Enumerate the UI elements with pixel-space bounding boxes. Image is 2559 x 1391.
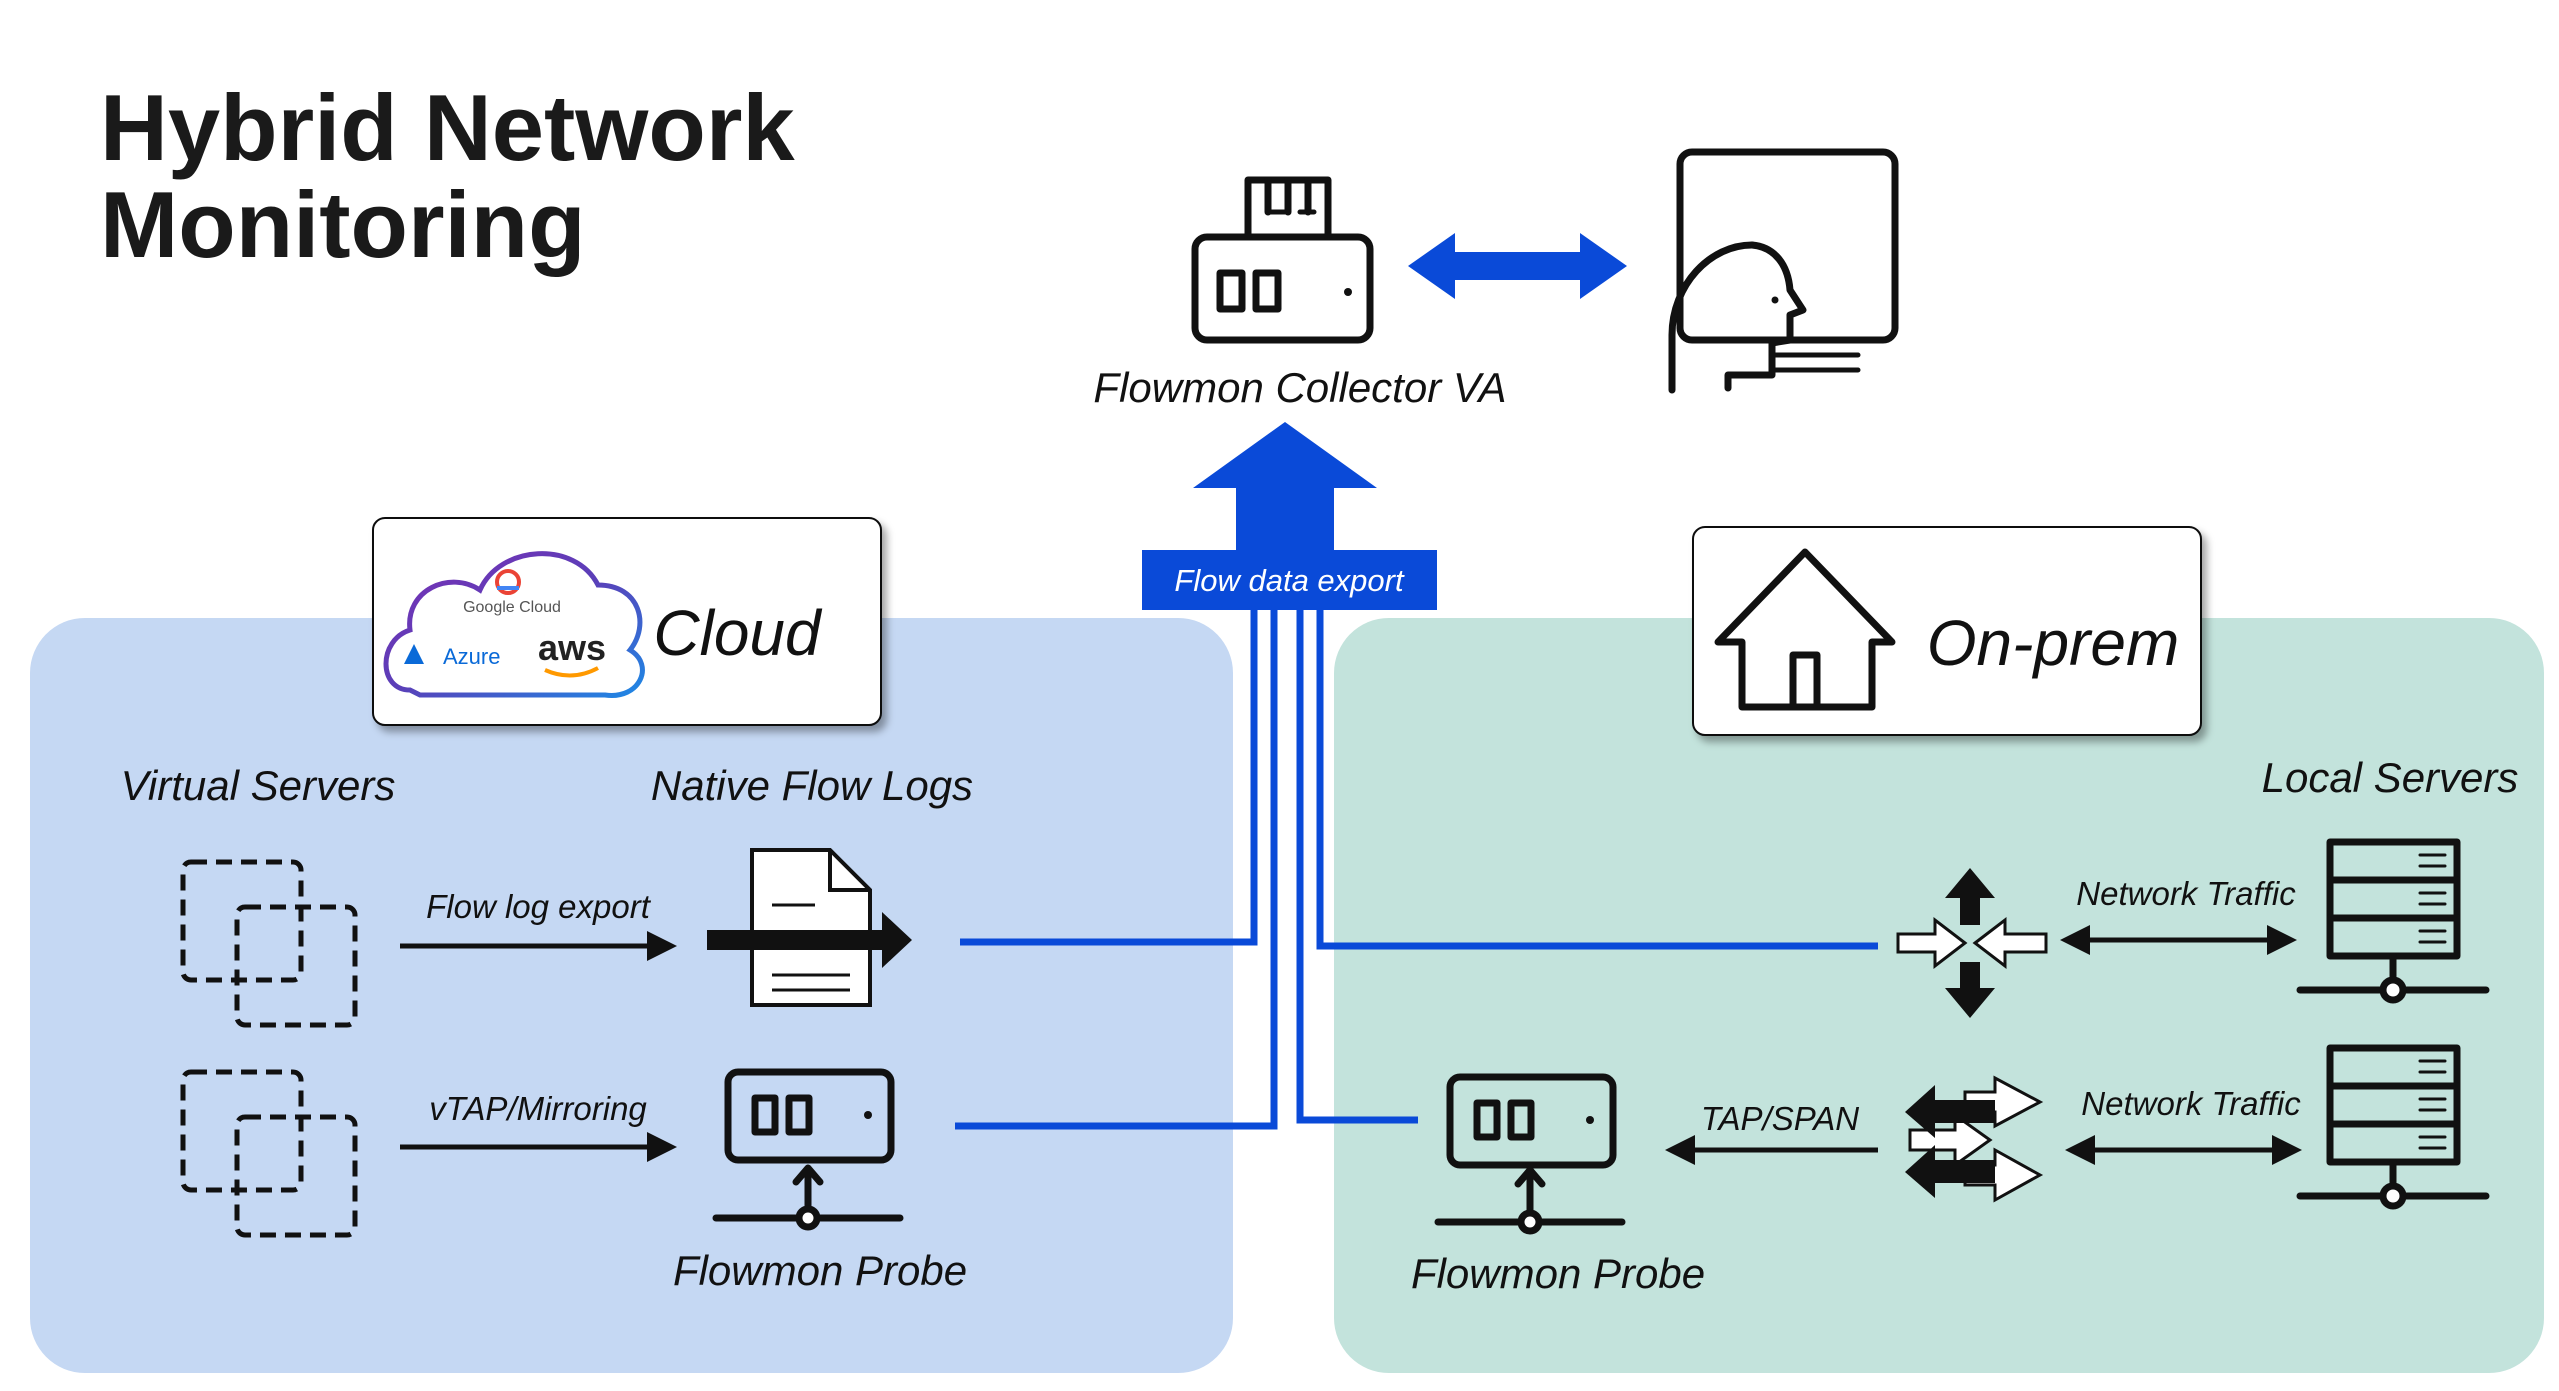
local-server-icon-2 xyxy=(2296,1044,2490,1210)
multi-cloud-logo xyxy=(383,551,645,698)
cloud-panel xyxy=(30,618,1233,1373)
virtual-servers-label: Virtual Servers xyxy=(121,762,396,809)
cloud-label: Cloud xyxy=(653,597,823,669)
user-monitor-icon xyxy=(1668,148,1899,394)
local-server-icon-1 xyxy=(2296,838,2490,1004)
flow-export-label: Flow data export xyxy=(1174,563,1405,598)
collector-user-double-arrow xyxy=(1408,233,1627,299)
house-icon xyxy=(1714,548,1896,711)
page-title-line1: Hybrid Network xyxy=(100,75,795,180)
network-traffic-label-1: Network Traffic xyxy=(2076,875,2296,912)
onprem-panel xyxy=(1334,618,2544,1373)
tap-span-label: TAP/SPAN xyxy=(1701,1100,1859,1137)
vtap-label: vTAP/Mirroring xyxy=(429,1090,647,1127)
onprem-label: On-prem xyxy=(1927,607,2180,679)
network-traffic-label-2: Network Traffic xyxy=(2081,1085,2301,1122)
flow-log-document-icon xyxy=(707,848,912,1007)
flow-export-arrow xyxy=(1142,422,1437,610)
page-title-line2: Monitoring xyxy=(100,172,586,277)
switch-icon xyxy=(1896,868,2048,1018)
virtual-server-icon-2 xyxy=(180,1069,358,1238)
cloud-probe-label: Flowmon Probe xyxy=(673,1247,967,1294)
flow-lines xyxy=(955,610,1878,1130)
virtual-server-icon-1 xyxy=(180,859,358,1028)
onprem-probe-label: Flowmon Probe xyxy=(1411,1250,1705,1297)
local-servers-label: Local Servers xyxy=(2262,754,2519,801)
cloud-probe-icon xyxy=(712,1068,904,1231)
aws-logo-text: aws xyxy=(538,627,606,668)
azure-logo-text: Azure xyxy=(443,644,500,669)
collector-label: Flowmon Collector VA xyxy=(1093,364,1506,411)
google-cloud-logo-text: Google Cloud xyxy=(463,599,561,616)
native-flow-logs-label: Native Flow Logs xyxy=(651,762,973,809)
tap-icon xyxy=(1905,1075,2044,1203)
onprem-probe-icon xyxy=(1434,1073,1626,1235)
flow-log-export-label: Flow log export xyxy=(426,888,652,925)
aws-smile-icon xyxy=(544,666,599,678)
collector-device-icon xyxy=(1191,176,1374,344)
